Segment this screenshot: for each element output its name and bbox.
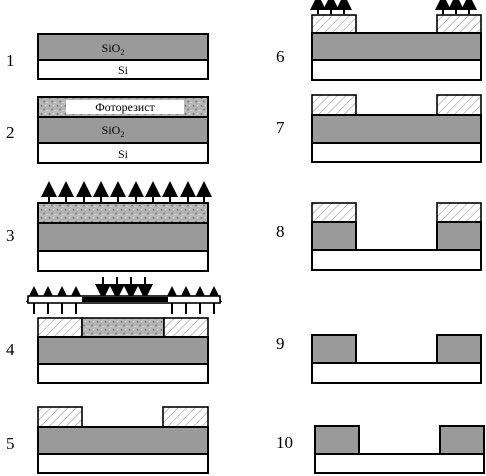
step-9: 9 xyxy=(276,334,482,384)
step-7: 7 xyxy=(276,94,482,163)
photoresist-label-bg xyxy=(66,100,184,114)
resist-left xyxy=(311,94,357,116)
exposure-arrows xyxy=(41,181,212,203)
resist-left xyxy=(37,406,83,428)
step-number: 9 xyxy=(276,334,285,353)
si-substrate xyxy=(37,363,209,384)
step-number: 1 xyxy=(6,51,15,70)
step-3: 3 xyxy=(6,181,212,272)
si-substrate xyxy=(311,59,482,81)
resist-right xyxy=(436,94,482,116)
si-substrate xyxy=(37,59,209,80)
step-number: 5 xyxy=(6,434,15,453)
step-8: 8 xyxy=(276,202,482,271)
step-5: 5 xyxy=(6,406,209,474)
photoresist-layer xyxy=(37,202,209,224)
si-substrate xyxy=(311,362,482,384)
exposed-resist-left xyxy=(37,317,83,338)
photoresist-label: Фоторезист xyxy=(95,100,155,114)
step-number: 4 xyxy=(6,340,15,359)
step-number: 10 xyxy=(276,433,293,452)
si-substrate xyxy=(37,250,209,272)
step-10: 10 xyxy=(276,425,485,474)
step-4: 4 xyxy=(6,277,222,384)
resist-right xyxy=(436,202,482,223)
resist-left xyxy=(311,202,357,223)
sio2-label: SiO2 xyxy=(102,123,125,139)
sio2-layer xyxy=(311,32,482,61)
sio2-label: SiO2 xyxy=(102,41,125,57)
oxide-left xyxy=(311,334,357,364)
step-number: 6 xyxy=(276,47,285,66)
si-substrate xyxy=(311,142,482,163)
sio2-layer xyxy=(37,222,209,252)
sio2-layer xyxy=(37,426,209,455)
si-label: Si xyxy=(118,147,129,161)
exposure-arrows xyxy=(310,0,477,14)
resist-left xyxy=(311,14,357,34)
oxide-right xyxy=(436,334,482,364)
oxide-right xyxy=(439,425,485,455)
oxide-left xyxy=(314,425,360,455)
mask-opaque-region xyxy=(82,297,168,302)
resist-right xyxy=(162,406,209,428)
step-2: 2 Фоторезист SiO2 Si xyxy=(6,96,209,164)
si-substrate xyxy=(37,453,209,474)
sio2-layer xyxy=(311,114,482,144)
oxide-left xyxy=(311,221,357,251)
step-6: 6 xyxy=(276,0,482,81)
oxide-right xyxy=(436,221,482,251)
si-substrate xyxy=(37,142,209,164)
sio2-layer xyxy=(37,336,209,365)
step-number: 3 xyxy=(6,226,15,245)
step-1: 1 SiO2 Si xyxy=(6,33,209,80)
exposed-resist-right xyxy=(163,317,209,338)
unexposed-resist xyxy=(81,317,165,338)
si-substrate xyxy=(311,249,482,271)
step-number: 7 xyxy=(276,118,285,137)
si-label: Si xyxy=(118,63,129,77)
si-substrate xyxy=(314,453,485,474)
step-number: 8 xyxy=(276,222,285,241)
step-number: 2 xyxy=(6,123,15,142)
resist-right xyxy=(436,14,482,34)
